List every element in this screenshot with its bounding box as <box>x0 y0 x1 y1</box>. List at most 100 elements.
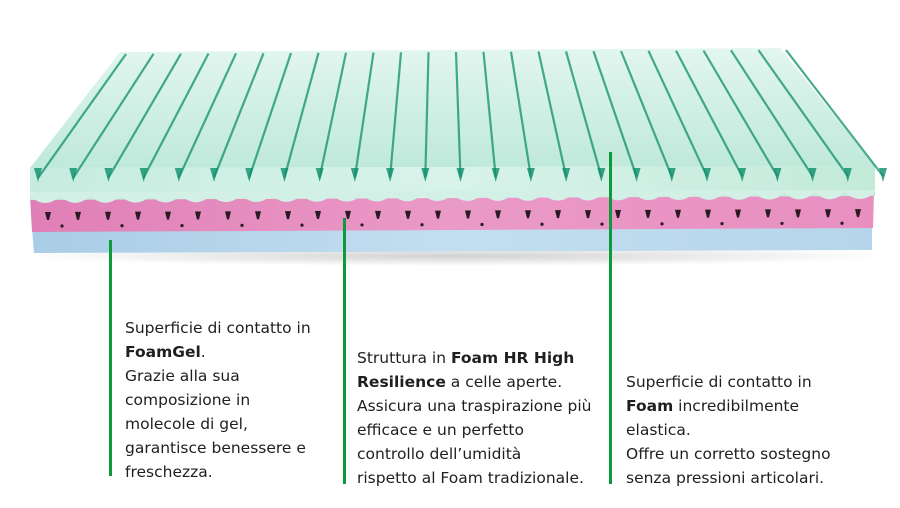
foam-cell-dot <box>660 222 664 226</box>
groove-notch <box>350 168 359 182</box>
pink-foam-layer <box>30 192 874 232</box>
groove-notch <box>667 168 676 182</box>
groove-notch <box>245 168 254 182</box>
groove-notch <box>69 168 78 182</box>
foam-cell <box>735 209 741 218</box>
foam-cell <box>825 209 831 218</box>
foam-cell <box>615 209 621 218</box>
caption-line: garantisce benessere e <box>125 439 306 457</box>
groove-line <box>388 52 403 178</box>
foam-cell-dot <box>780 221 784 226</box>
groove-line <box>647 50 708 177</box>
foam-cell-dot <box>420 223 424 227</box>
foam-cell <box>585 210 591 219</box>
foam-cell-dot <box>60 224 64 228</box>
wave-boundary <box>30 190 875 203</box>
groove-line <box>619 50 673 177</box>
foam-cell <box>465 210 471 219</box>
groove-line <box>248 52 293 178</box>
foam-cell <box>405 210 411 219</box>
foam-cell-dot <box>840 221 844 225</box>
caption-line: Offre un corretto sostegno <box>626 445 831 463</box>
foam-cell <box>225 211 231 220</box>
foam-cell <box>525 210 531 219</box>
groove-line <box>283 52 320 178</box>
foam-cell <box>765 209 771 218</box>
foam-cell <box>165 211 171 220</box>
groove-line <box>213 52 265 178</box>
caption-line: FoamGel. <box>125 343 206 361</box>
foam-cell-dot <box>240 223 244 227</box>
groove-notch <box>879 168 887 182</box>
groove-line <box>72 53 155 179</box>
caption-foam: Superficie di contatto in Foam incredibi… <box>626 370 831 490</box>
foam-cell <box>555 210 561 219</box>
foam-cell-dot <box>300 223 304 227</box>
caption-line: senza pressioni articolari. <box>626 469 825 487</box>
caption-hr-foam: Struttura in Foam HR High Resilience a c… <box>357 346 592 490</box>
groove-notch <box>34 168 42 182</box>
caption-line: Grazie alla sua <box>125 367 240 385</box>
caption-line: composizione in <box>125 391 251 409</box>
caption-foamgel: Superficie di contatto in FoamGel. Grazi… <box>125 316 311 484</box>
top-foam-surface <box>30 48 875 168</box>
groove-line <box>454 51 462 178</box>
caption-line: Struttura in Foam HR High <box>357 349 575 367</box>
foam-cell-dot <box>720 222 724 226</box>
leader-line-foam <box>609 152 612 484</box>
groove-notch <box>386 168 395 182</box>
groove-notch <box>526 168 535 182</box>
leader-line-foamgel <box>109 240 112 476</box>
foam-cell <box>105 211 111 220</box>
groove-line <box>702 49 779 177</box>
groove-line <box>107 53 182 179</box>
groove-notch <box>280 168 289 182</box>
groove-line <box>482 51 497 178</box>
groove-notch <box>210 168 219 182</box>
groove-line <box>730 49 814 177</box>
groove-notch <box>773 168 782 182</box>
caption-line: Foam incredibilmente <box>626 397 800 415</box>
caption-line: freschezza. <box>125 463 213 481</box>
groove-notch <box>738 168 747 182</box>
surface-grooves <box>34 49 887 182</box>
groove-notch <box>174 168 183 182</box>
groove-notch <box>562 168 571 182</box>
foam-cell <box>315 211 321 220</box>
caption-line: molecole di gel, <box>125 415 248 433</box>
groove-notch <box>139 168 148 182</box>
leader-line-hr-foam <box>343 218 346 484</box>
foam-cells <box>45 209 861 228</box>
groove-line <box>424 52 430 178</box>
foam-cell-dot <box>600 222 604 226</box>
foam-cell <box>135 211 141 220</box>
foam-cell <box>855 209 861 218</box>
foam-cell <box>795 209 801 218</box>
groove-line <box>592 50 638 177</box>
groove-line <box>564 51 603 177</box>
groove-notch <box>315 168 324 182</box>
caption-line: Superficie di contatto in <box>125 319 311 337</box>
base-layer <box>32 226 872 253</box>
groove-line <box>318 52 348 178</box>
caption-line: elastica. <box>626 421 691 439</box>
foam-cell <box>375 210 381 219</box>
foam-cell <box>255 211 261 220</box>
groove-notch <box>491 168 500 182</box>
foam-cell <box>435 210 441 219</box>
groove-line <box>37 53 127 179</box>
foam-cell-dot <box>360 223 364 227</box>
groove-notch <box>808 168 817 182</box>
groove-notch <box>421 168 430 182</box>
foam-cell <box>195 211 201 220</box>
foam-cell-dot <box>480 222 484 227</box>
foam-cell <box>645 209 651 218</box>
caption-line: controllo dell’umidità <box>357 445 522 463</box>
foam-cell <box>705 209 711 218</box>
groove-line <box>353 52 375 178</box>
foam-cell <box>285 211 291 220</box>
foam-cell-dot <box>540 222 544 226</box>
groove-notch <box>104 168 113 182</box>
groove-notch <box>632 168 641 182</box>
